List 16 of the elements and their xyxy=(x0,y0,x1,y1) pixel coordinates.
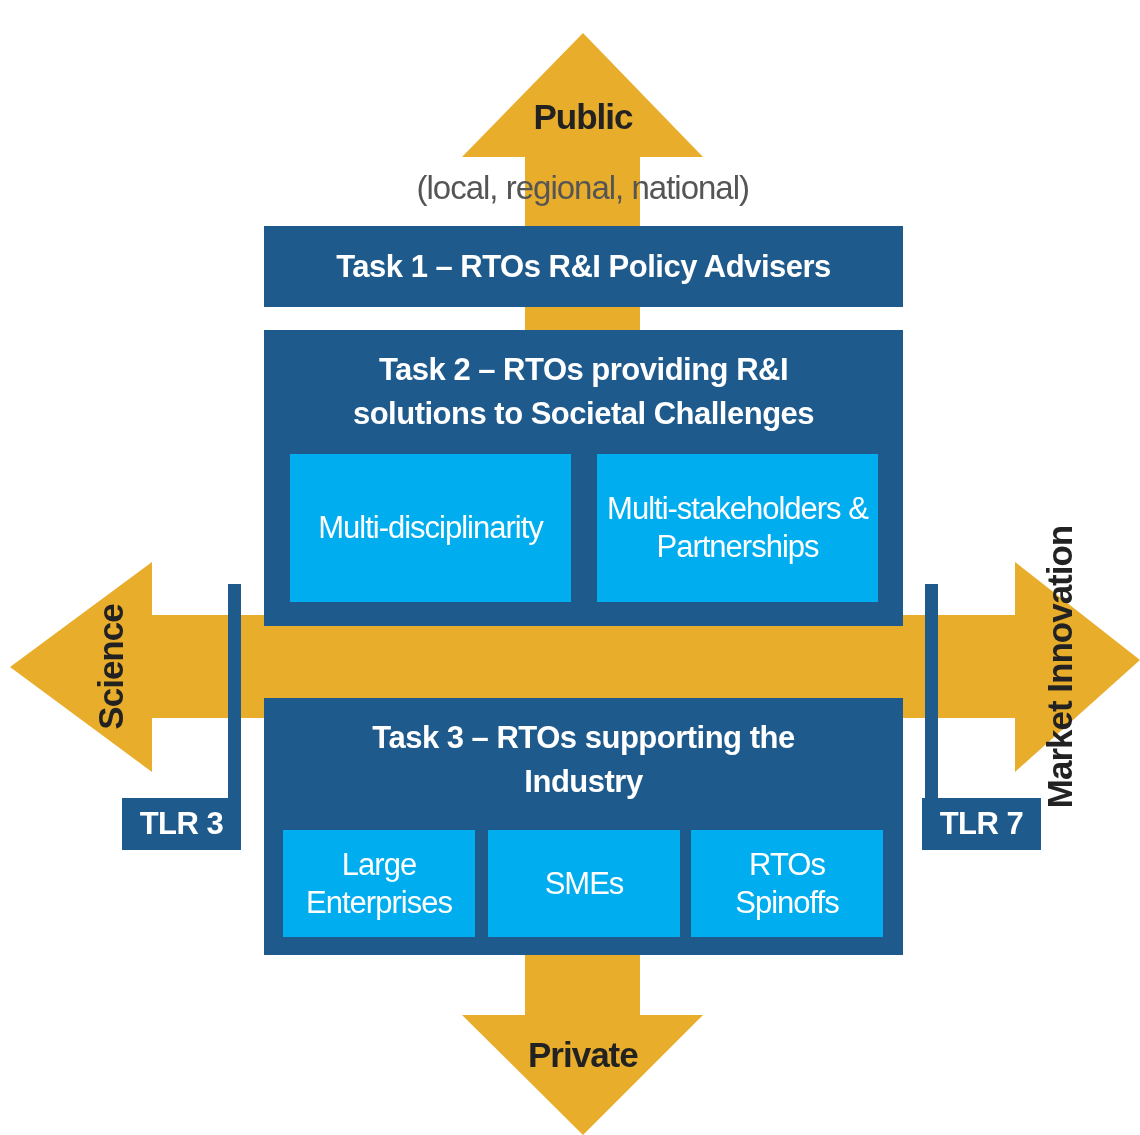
panel-heading: Task 3 – RTOs supporting the Industry xyxy=(371,719,796,801)
category-box: Multi-stakeholders & Partnerships xyxy=(597,454,878,602)
direction-label: Market Innovation xyxy=(1040,525,1081,809)
scale-box: TLR 3 xyxy=(122,798,241,850)
category-box: Multi-disciplinarity xyxy=(290,454,571,602)
direction-label: Private xyxy=(528,1035,638,1075)
direction-label: Public xyxy=(533,97,633,137)
panel-heading: Task 2 – RTOs providing R&I solutions to Societal Challenges xyxy=(351,351,816,433)
category-box: RTOs Spinoffs xyxy=(691,830,883,937)
scale-box: TLR 7 xyxy=(922,798,1041,850)
direction-label: Science xyxy=(90,604,131,730)
category-box: SMEs xyxy=(488,830,680,937)
task-panel xyxy=(264,330,903,626)
task-box: Task 1 – RTOs R&I Policy Advisers xyxy=(264,226,903,307)
category-box: Large Enterprises xyxy=(283,830,475,937)
task-panel xyxy=(264,698,903,955)
